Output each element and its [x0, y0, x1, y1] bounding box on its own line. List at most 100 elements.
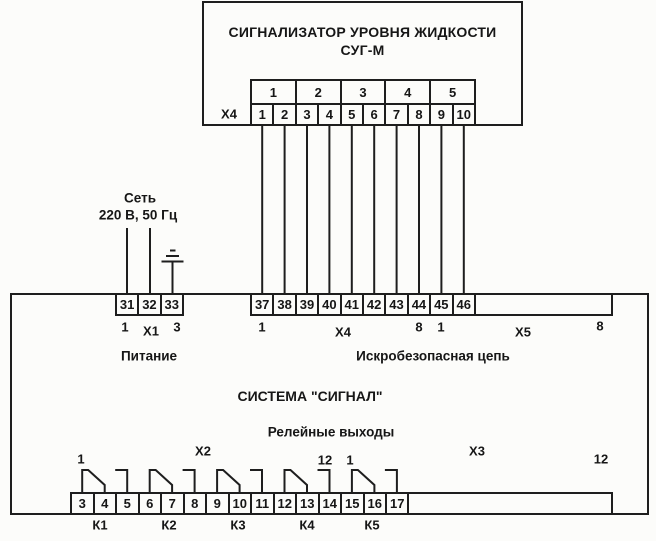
terminal-group-cell: 3 [339, 79, 387, 105]
terminal-number: 41 [344, 297, 359, 312]
terminal-number: 10 [456, 107, 471, 122]
relay-contact-k2 [148, 469, 196, 492]
terminal-number: 12 [277, 496, 292, 511]
x1-first-pin-label: 1 [121, 319, 129, 335]
terminal-cell: 43 [384, 293, 409, 316]
terminal-cell: 39 [294, 293, 320, 316]
relay-contact-k1 [81, 469, 129, 492]
terminal-cell: 5 [339, 103, 364, 126]
x2-last-pin-label: 12 [317, 452, 333, 468]
terminal-number: 40 [322, 297, 337, 312]
terminal-number: 39 [299, 297, 315, 312]
terminal-cell: 14 [317, 492, 342, 515]
terminal-number: 16 [367, 496, 382, 511]
connector-x3-block [407, 492, 613, 515]
mains-label-line1: Сеть [124, 190, 156, 206]
terminal-number: 38 [277, 297, 292, 312]
terminal-cell: 3 [294, 103, 320, 126]
x3-first-pin-label: 1 [346, 452, 354, 468]
terminal-cell: 44 [406, 293, 432, 316]
terminal-number: 42 [366, 297, 382, 312]
x2-name-label: Х2 [195, 443, 211, 459]
terminal-number: 14 [322, 496, 337, 511]
terminal-number: 10 [232, 496, 247, 511]
terminal-cell: 12 [272, 492, 297, 515]
terminal-cell: 6 [137, 492, 162, 515]
terminal-number: 33 [164, 297, 179, 312]
terminal-number: 5 [348, 107, 356, 122]
terminal-cell: 2 [272, 103, 297, 126]
terminal-group-number: 2 [314, 84, 322, 100]
terminal-number: 6 [370, 107, 378, 122]
terminal-cell: 3 [70, 492, 95, 515]
terminal-number: 43 [389, 297, 404, 312]
relay-k4-label: К4 [299, 517, 315, 533]
terminal-cell: 38 [272, 293, 297, 316]
terminal-number: 5 [123, 496, 131, 511]
device-terminal-group-row: 1 2 3 4 5 [250, 79, 476, 105]
x5-first-pin-label: 1 [437, 319, 445, 335]
terminal-cell: 11 [250, 492, 275, 515]
terminal-cell: 9 [429, 103, 454, 126]
power-caption: Питание [120, 348, 178, 364]
relay-contact-k3 [216, 469, 263, 492]
terminal-group-number: 3 [359, 84, 367, 100]
connector-x5-block [474, 293, 613, 316]
terminal-number: 15 [345, 496, 360, 511]
terminal-number: 7 [168, 496, 176, 511]
terminal-cell: 1 [250, 103, 275, 126]
terminal-number: 6 [146, 496, 154, 511]
terminal-group-number: 5 [448, 84, 457, 100]
relay-k5-label: К5 [364, 517, 380, 533]
terminal-number: 2 [280, 107, 289, 122]
terminal-number: 8 [191, 496, 199, 511]
terminal-number: 9 [437, 107, 445, 122]
terminal-number: 45 [434, 297, 449, 312]
connector-x4-terminal-row: 37 38 39 40 41 42 43 44 45 46 [250, 293, 476, 316]
terminal-cell: 17 [385, 492, 410, 515]
terminal-cell: 6 [361, 103, 387, 126]
terminal-cell: 7 [384, 103, 409, 126]
relay-outputs-caption: Релейные выходы [267, 424, 395, 440]
terminal-number: 4 [101, 496, 109, 511]
terminal-cell: 10 [227, 492, 252, 515]
terminal-number: 4 [325, 107, 333, 122]
terminal-number: 44 [411, 297, 427, 312]
terminal-cell: 16 [362, 492, 387, 515]
terminal-number: 7 [392, 107, 401, 122]
terminal-cell: 31 [115, 293, 140, 316]
x3-last-pin-label: 12 [593, 451, 609, 467]
x2-first-pin-label: 1 [77, 451, 85, 467]
terminal-group-cell: 5 [429, 79, 476, 105]
terminal-cell: 8 [182, 492, 207, 515]
terminal-number: 46 [456, 297, 471, 312]
terminal-number: 37 [254, 297, 270, 312]
terminal-number: 31 [119, 297, 135, 312]
terminal-cell: 37 [250, 293, 275, 316]
relay-contact-k5 [350, 469, 398, 492]
terminal-cell: 33 [159, 293, 184, 316]
terminal-cell: 40 [317, 293, 342, 316]
safe-circuit-caption: Искробезопасная цепь [356, 348, 510, 364]
x4-first-pin-label: 1 [258, 319, 266, 335]
terminal-cell: 46 [451, 293, 476, 316]
terminal-number: 13 [300, 496, 315, 511]
device-subtitle: СУГ-М [340, 42, 385, 58]
terminal-group-number: 1 [269, 84, 278, 100]
terminal-cell: 4 [92, 492, 117, 515]
system-title: СИСТЕМА "СИГНАЛ" [237, 388, 383, 404]
terminal-cell: 32 [137, 293, 162, 316]
mains-label-line2: 220 В, 50 Гц [98, 207, 178, 223]
terminal-cell: 4 [317, 103, 342, 126]
terminal-group-number: 4 [404, 84, 412, 100]
relay-contact-k4 [283, 469, 331, 492]
terminal-cell: 15 [340, 492, 365, 515]
terminal-cell: 10 [451, 103, 476, 126]
x4-last-pin-label: 8 [415, 319, 423, 335]
x5-name-label: Х5 [515, 324, 531, 340]
terminal-cell: 9 [205, 492, 230, 515]
terminal-cell: 41 [339, 293, 364, 316]
